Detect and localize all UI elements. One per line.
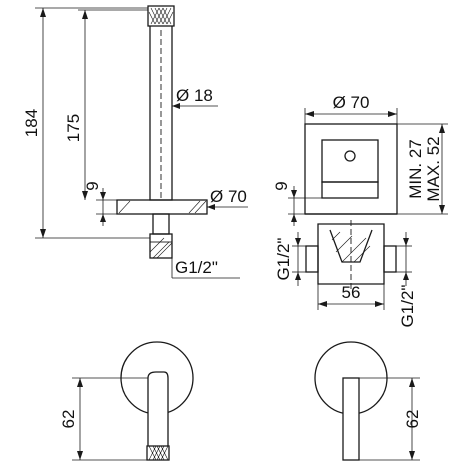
dim-56-label: 56 <box>342 283 361 302</box>
dim-d18-arrow <box>172 103 180 109</box>
spout-front-aerator <box>146 445 170 461</box>
dim-9-arrow-bottom <box>100 214 106 222</box>
dim-g12-right-arrow-top <box>403 238 409 246</box>
dim-mixer-d70-label: Ø 70 <box>333 93 370 112</box>
dim-mixer-d70-arrow-left <box>305 111 314 117</box>
dim-mixer-9-label: 9 <box>272 181 291 190</box>
dim-184-arrow-top <box>40 8 46 17</box>
dim-g12-side-label: G1/2" <box>175 258 218 277</box>
mixer-body-hatch <box>331 231 371 263</box>
dim-d70-arrow <box>207 204 215 210</box>
dim-175-arrow-top <box>82 10 88 19</box>
dim-depth-min-label: MIN. 27 <box>406 139 425 199</box>
dim-mixer-d70-arrow-right <box>388 111 397 117</box>
dim-depth-max-label: MAX. 52 <box>424 136 443 201</box>
dim-d18-label: Ø 18 <box>176 86 213 105</box>
dim-9-arrow-top <box>100 192 106 200</box>
dim-g12-left-label: G1/2" <box>274 238 293 281</box>
spout-side-view: 184 175 9 Ø 18 Ø 70 G1/2" <box>22 5 248 279</box>
mixer-inlet-right <box>383 245 397 273</box>
dim-mixer-9-arrow-top <box>291 190 297 198</box>
dim-g12-left-arrow-top <box>295 238 301 246</box>
dim-g12-left-arrow-bottom <box>295 272 301 280</box>
spout-lower-body <box>152 213 170 235</box>
mixer-front-view: 62 <box>314 341 422 461</box>
dim-184-label: 184 <box>22 109 41 137</box>
dim-62-spout-label: 62 <box>59 410 78 429</box>
dim-depth-arrow-bottom <box>439 205 445 214</box>
dim-62-spout-arrow-bottom <box>77 451 83 460</box>
mixer-handle <box>321 139 379 183</box>
dim-184-arrow-bottom <box>40 229 46 238</box>
dim-62-mixer-arrow-top <box>409 378 415 387</box>
dim-175-arrow-bottom <box>82 191 88 200</box>
dim-d70-label: Ø 70 <box>210 187 247 206</box>
dim-depth-arrow-top <box>439 124 445 133</box>
spout-connector-thread <box>149 237 173 259</box>
dim-9-label: 9 <box>83 181 102 190</box>
mixer-side-view: Ø 70 9 MIN. 27 MAX. 52 G1/2" G1/2" <box>272 93 448 327</box>
spout-front-body <box>147 371 169 459</box>
spout-front-aerator-knurl <box>148 445 169 461</box>
mixer-handle-hole <box>344 150 356 162</box>
dim-mixer-9-arrow-bottom <box>291 214 297 222</box>
spout-plate-hatch <box>118 200 207 214</box>
dim-56-arrow-right <box>375 301 384 307</box>
mixer-inlet-left <box>305 245 319 273</box>
dim-g12-right-label: G1/2" <box>398 285 417 328</box>
dim-56-arrow-left <box>318 301 327 307</box>
spout-tip-knurl <box>148 7 174 25</box>
dim-62-mixer-label: 62 <box>403 410 422 429</box>
spout-front-view: 62 <box>59 341 194 461</box>
dim-175-label: 175 <box>64 114 83 142</box>
dim-g12-right-arrow-bottom <box>403 272 409 280</box>
mixer-front-lever <box>342 377 360 461</box>
mixer-handle-collar <box>321 181 379 199</box>
spout-base-plate <box>116 199 208 215</box>
dim-62-mixer-arrow-bottom <box>409 451 415 460</box>
dim-62-spout-arrow-top <box>77 378 83 387</box>
spout-tip <box>147 5 175 27</box>
